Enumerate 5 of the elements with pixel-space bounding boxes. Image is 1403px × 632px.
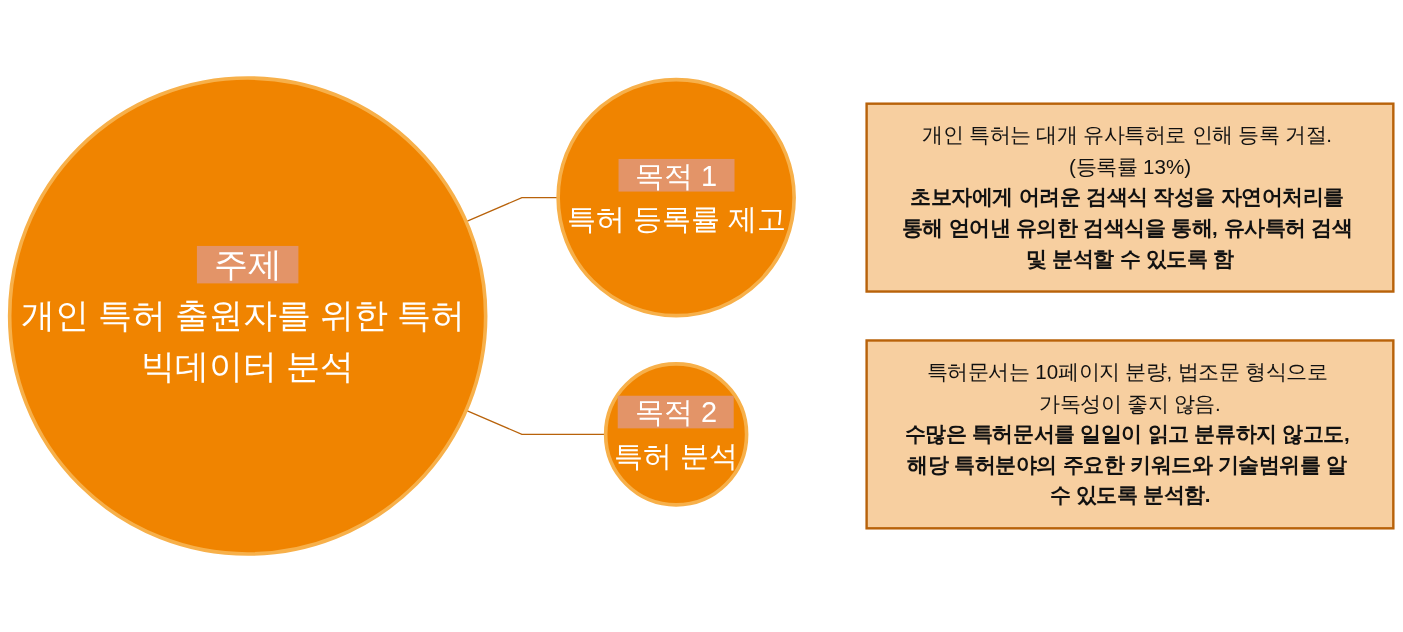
node-box: 특허문서는 10페이지 분량, 법조문 형식으로 가독성이 좋지 않음. 수많은 특허문서를 일일이 읽고 분류하지 않고도, 해당 특허분야의 주요한 키워드와 기술범위를 알 수 있도록 분석함.: [865, 339, 1395, 530]
node-box: 개인 특허는 대개 유사특허로 인해 등록 거절. (등록률 13%) 초보자에게 어려운 검색식 작성을 자연어처리를 통해 얻어낸 유의한 검색식을 통해, 유사특허 검색 및 분석할 수 있도록 함: [865, 102, 1395, 293]
node-circle: 주제 개인 특허 출원자를 위한 특허 빅데이터 분석: [7, 76, 488, 556]
node-circle: 목적 2 특허 분석: [603, 362, 749, 507]
node-circle: 목적 1 특허 등록률 제고: [556, 77, 796, 318]
